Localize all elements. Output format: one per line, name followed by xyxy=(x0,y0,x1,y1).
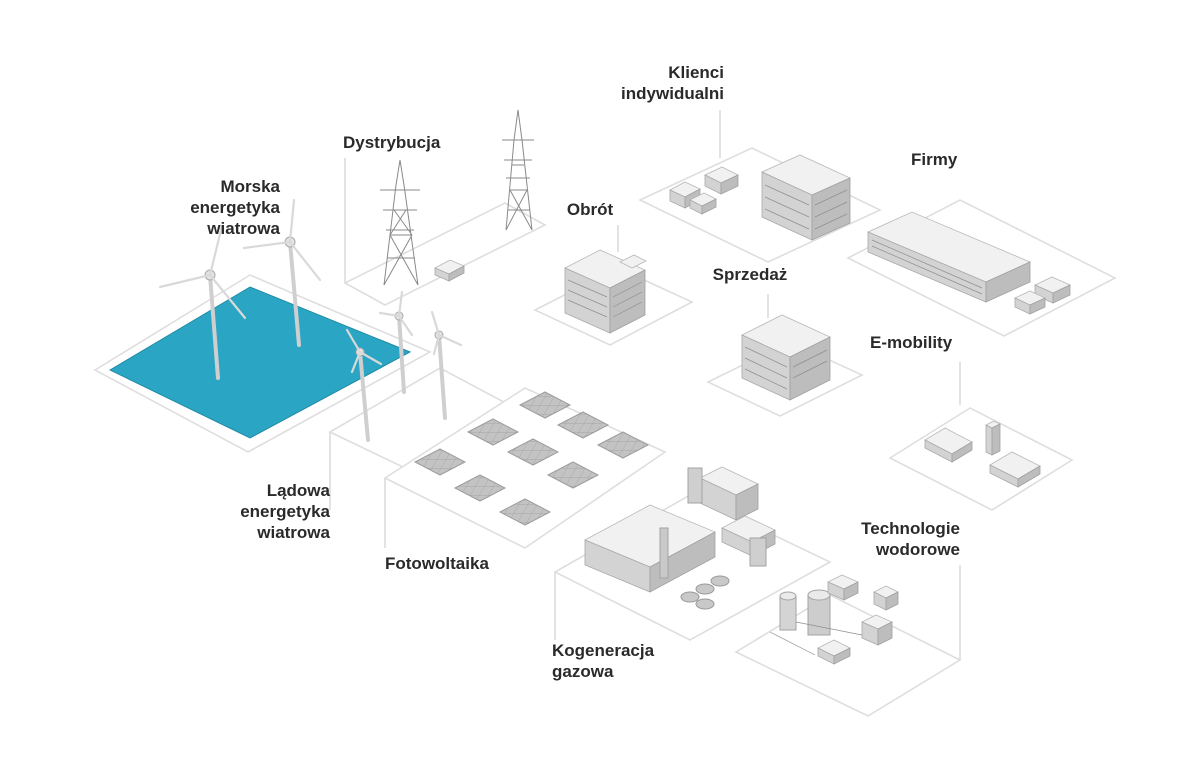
label-hydrogen: Technologie wodorowe xyxy=(820,518,960,560)
label-distribution: Dystrybucja xyxy=(343,133,441,152)
offshore-turbine-1 xyxy=(158,224,247,380)
label-cogeneration-line-1: Kogeneracja xyxy=(552,641,655,660)
onshore-wind-area xyxy=(328,290,517,510)
label-trading: Obrót xyxy=(566,200,614,219)
utility-van xyxy=(434,259,465,282)
individual-clients-area xyxy=(638,110,882,263)
onshore-turbine-1 xyxy=(378,290,414,394)
label-offshore-line-2: energetyka xyxy=(190,198,280,217)
trading-area xyxy=(533,225,694,346)
label-onshore-line-1: Lądowa xyxy=(266,481,330,500)
label-onshore-line-3: wiatrowa xyxy=(257,523,330,542)
cogeneration-plant xyxy=(584,466,776,610)
power-pylon-1 xyxy=(380,159,420,286)
offshore-turbine-2 xyxy=(242,198,322,347)
sales-area xyxy=(706,294,864,417)
small-warehouses xyxy=(1014,276,1071,315)
label-hydrogen-line-2: wodorowe xyxy=(875,540,960,559)
power-pylon-2 xyxy=(502,109,534,231)
distribution-area xyxy=(343,109,547,306)
hydrogen-area xyxy=(734,565,962,717)
label-cogeneration: Kogeneracja gazowa xyxy=(552,640,654,682)
residential-houses xyxy=(669,166,739,215)
label-hydrogen-line-1: Technologie xyxy=(861,519,960,538)
trading-office-building xyxy=(564,249,647,334)
cogeneration-area xyxy=(553,466,832,641)
label-sales: Sprzedaż xyxy=(712,265,788,284)
emobility-area xyxy=(888,362,1074,511)
sea-surface xyxy=(108,286,412,439)
companies-area xyxy=(846,199,1117,337)
office-complex xyxy=(867,211,1031,303)
label-offshore-line-1: Morska xyxy=(220,177,280,196)
label-offshore-wind: Morska energetyka wiatrowa xyxy=(150,176,280,239)
hydrogen-facility xyxy=(769,574,899,665)
sales-office-building xyxy=(741,314,831,401)
label-onshore-wind: Lądowa energetyka wiatrowa xyxy=(200,480,330,543)
label-onshore-line-2: energetyka xyxy=(240,502,330,521)
electric-car-2 xyxy=(989,451,1041,488)
electric-car-1 xyxy=(924,427,973,463)
label-offshore-line-3: wiatrowa xyxy=(207,219,280,238)
label-companies: Firmy xyxy=(911,150,958,169)
onshore-turbine-3 xyxy=(430,310,463,420)
label-individual-clients-line-1: Klienci xyxy=(668,63,724,82)
charging-station xyxy=(985,420,1001,456)
label-photovoltaics: Fotowoltaika xyxy=(385,554,489,573)
onshore-turbine-2 xyxy=(345,328,383,442)
label-emobility: E-mobility xyxy=(870,333,953,352)
solar-panel-array xyxy=(413,391,650,526)
apartment-block xyxy=(761,154,851,241)
photovoltaics-area xyxy=(383,387,667,549)
label-individual-clients: Klienci indywidualni xyxy=(580,62,724,104)
offshore-wind-area xyxy=(93,198,432,453)
label-cogeneration-line-2: gazowa xyxy=(552,662,614,681)
label-individual-clients-line-2: indywidualni xyxy=(621,84,724,103)
